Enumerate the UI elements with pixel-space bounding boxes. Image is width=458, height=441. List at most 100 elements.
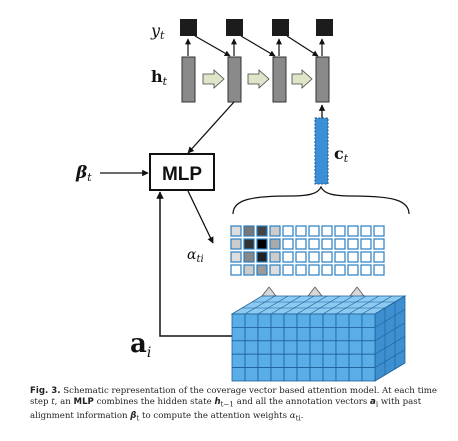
annotation-cell bbox=[244, 313, 259, 328]
annotation-cell bbox=[348, 367, 363, 382]
attention-cell bbox=[295, 238, 307, 250]
annotation-cell bbox=[296, 367, 311, 382]
block-grid-line bbox=[296, 295, 328, 315]
recurrent-arrow bbox=[291, 69, 313, 89]
caption-text: combines the hidden state bbox=[93, 397, 215, 408]
output-node bbox=[226, 19, 243, 36]
caption-sub: i bbox=[375, 400, 379, 410]
annotation-cell bbox=[309, 313, 324, 328]
attention-cell bbox=[347, 264, 359, 276]
annotation-cell bbox=[348, 313, 363, 328]
mlp-label: MLP bbox=[162, 164, 202, 185]
annotation-cell bbox=[283, 340, 298, 355]
caption-text: Schematic representation of the coverage… bbox=[30, 386, 438, 408]
attention-cell bbox=[256, 264, 268, 276]
attention-cell bbox=[230, 238, 242, 250]
annotation-cell bbox=[244, 353, 259, 369]
annotation-to-mlp-arrow bbox=[156, 191, 232, 337]
attention-cell bbox=[334, 238, 346, 250]
output-node bbox=[316, 19, 333, 36]
annotation-cell bbox=[309, 340, 324, 355]
attention-cell bbox=[360, 225, 372, 237]
annotation-cell bbox=[283, 326, 298, 342]
annotation-cell bbox=[322, 326, 337, 342]
annotation-cell bbox=[296, 353, 311, 369]
attention-cell bbox=[230, 225, 242, 237]
annotation-cell bbox=[257, 367, 272, 382]
summation-brace bbox=[232, 185, 410, 215]
attention-cell bbox=[243, 238, 255, 250]
attention-cell bbox=[295, 264, 307, 276]
attention-cell bbox=[334, 225, 346, 237]
block-grid-line bbox=[270, 295, 302, 315]
caption-text: and all the annotation vectors bbox=[234, 397, 370, 408]
attention-cell bbox=[308, 264, 320, 276]
caption-var: MLP bbox=[73, 397, 94, 408]
annotation-cell bbox=[244, 326, 259, 342]
annotation-cell bbox=[322, 367, 337, 382]
annotation-cell bbox=[322, 313, 337, 328]
annotation-cell bbox=[335, 367, 350, 382]
annotation-cell bbox=[335, 340, 350, 355]
attention-cell bbox=[230, 251, 242, 263]
annotation-cell bbox=[348, 353, 363, 369]
mlp-to-alpha-arrow bbox=[187, 190, 214, 244]
attention-cell bbox=[295, 251, 307, 263]
label-beta: βt bbox=[75, 163, 92, 184]
label-a: ai bbox=[130, 329, 151, 361]
annotation-cell bbox=[335, 313, 350, 328]
annotation-cell bbox=[361, 353, 376, 369]
caption-var: t bbox=[51, 397, 55, 408]
attention-cell bbox=[243, 264, 255, 276]
annotation-cell bbox=[231, 340, 246, 355]
attention-cell bbox=[256, 225, 268, 237]
attention-cell bbox=[269, 251, 281, 263]
annotation-cell bbox=[283, 367, 298, 382]
annotation-cell bbox=[231, 313, 246, 328]
output-nodes bbox=[180, 19, 333, 36]
annotation-cell bbox=[270, 326, 285, 342]
attention-cell bbox=[321, 238, 333, 250]
block-grid-line bbox=[374, 349, 406, 368]
attention-cell bbox=[360, 264, 372, 276]
figure-caption: Fig. 3. Schematic representation of the … bbox=[30, 386, 442, 424]
block-grid-line bbox=[361, 295, 393, 315]
caption-var: β bbox=[130, 410, 137, 421]
block-grid-line bbox=[335, 295, 367, 315]
annotation-cell bbox=[309, 367, 324, 382]
caption-var: α bbox=[289, 410, 296, 421]
annotation-cell bbox=[335, 326, 350, 342]
annotation-cell bbox=[231, 367, 246, 382]
attention-cell bbox=[269, 238, 281, 250]
block-grid-line bbox=[257, 295, 289, 315]
recurrent-arrow bbox=[247, 69, 270, 89]
hidden-to-mlp-arrow bbox=[187, 101, 235, 154]
label-c: ct bbox=[334, 144, 349, 165]
attention-cell bbox=[308, 251, 320, 263]
annotation-cell bbox=[361, 313, 376, 328]
annotation-cell bbox=[361, 367, 376, 382]
annotation-cell bbox=[257, 313, 272, 328]
attention-cell bbox=[243, 225, 255, 237]
attention-cell bbox=[321, 264, 333, 276]
attention-cell bbox=[230, 264, 242, 276]
attention-cell bbox=[347, 238, 359, 250]
context-vector bbox=[314, 117, 329, 185]
annotation-cell bbox=[257, 326, 272, 342]
annotation-cell bbox=[257, 353, 272, 369]
attention-cell bbox=[321, 251, 333, 263]
caption-var: h bbox=[214, 397, 221, 408]
annotation-cell bbox=[283, 313, 298, 328]
annotation-cell bbox=[231, 353, 246, 369]
mlp-box bbox=[149, 153, 215, 191]
attention-cell bbox=[282, 238, 294, 250]
attention-cell bbox=[360, 238, 372, 250]
caption-text: . bbox=[300, 410, 304, 421]
output-feedback-arrows bbox=[194, 35, 319, 57]
block-grid-line bbox=[309, 295, 341, 315]
recurrent-arrows bbox=[202, 69, 313, 89]
attention-cell bbox=[321, 225, 333, 237]
annotation-cell bbox=[270, 313, 285, 328]
attention-cell bbox=[373, 225, 385, 237]
